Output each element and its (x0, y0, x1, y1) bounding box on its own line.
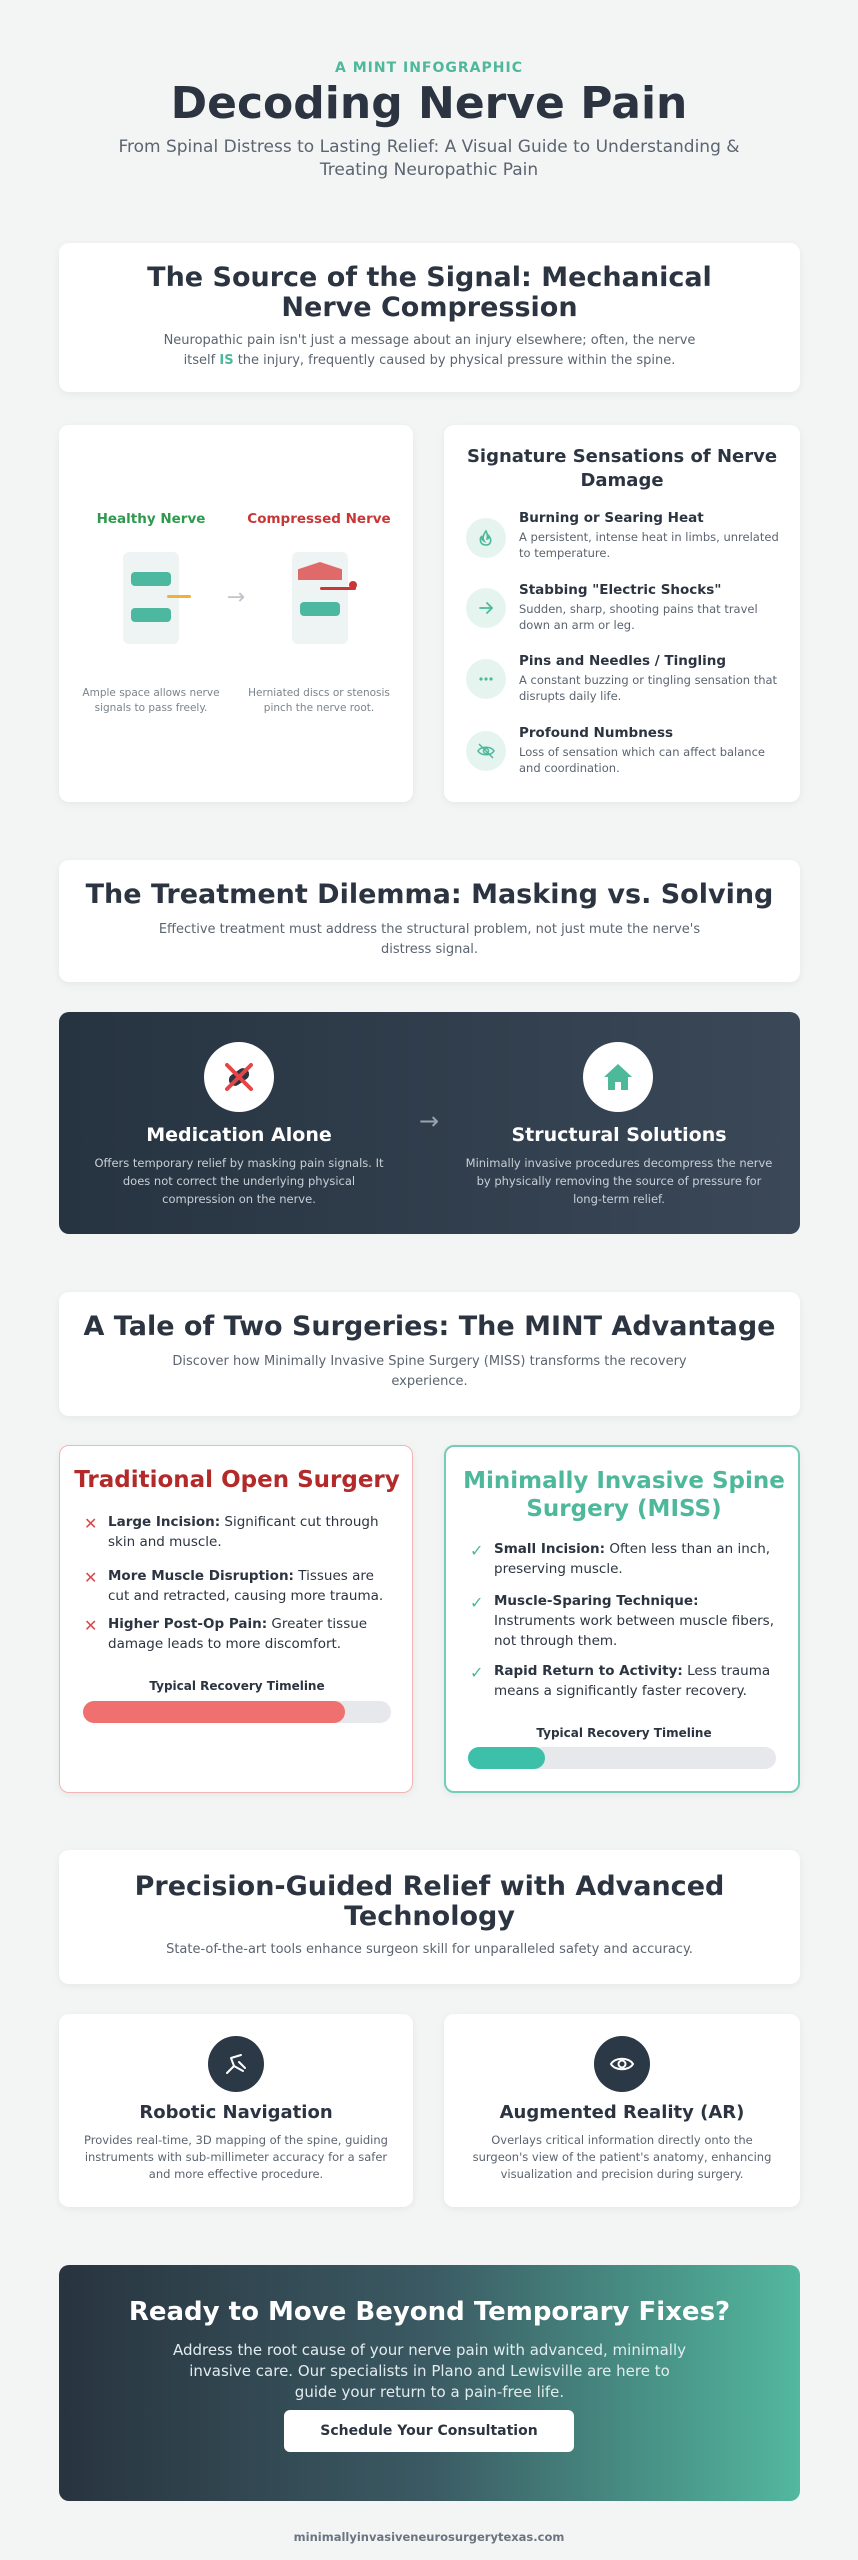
compressed-spine-graphic (292, 552, 357, 644)
compressed-nerve-label: Compressed Nerve (247, 511, 391, 527)
highlight-is: IS (219, 353, 234, 368)
schedule-consultation-button[interactable]: Schedule Your Consultation (284, 2410, 574, 2452)
robotic-navigation-card: Robotic Navigation Provides real-time, 3… (59, 2014, 413, 2207)
x-icon: ✕ (84, 1568, 98, 1587)
dilemma-title: The Treatment Dilemma: Masking vs. Solvi… (85, 879, 774, 910)
pinched-nerve-root (320, 587, 356, 590)
surgeries-intro-card: A Tale of Two Surgeries: The MINT Advant… (59, 1292, 800, 1416)
ar-desc: Overlays critical information directly o… (472, 2133, 772, 2181)
healthy-disc (131, 608, 171, 622)
healthy-spine-graphic (123, 552, 191, 644)
technology-description: State-of-the-art tools enhance surgeon s… (166, 1942, 693, 1957)
page-title: Decoding Nerve Pain (170, 78, 688, 129)
robotic-desc: Provides real-time, 3D mapping of the sp… (84, 2133, 388, 2181)
dilemma-intro-card: The Treatment Dilemma: Masking vs. Solvi… (59, 860, 800, 982)
compressed-caption: Herniated discs or stenosis pinch the ne… (248, 687, 390, 714)
surgeries-description: Discover how Minimally Invasive Spine Su… (172, 1354, 687, 1389)
structural-desc: Minimally invasive procedures decompress… (465, 1156, 773, 1206)
footer-website-link[interactable]: minimallyinvasiveneurosurgerytexas.com (293, 2530, 565, 2544)
robotic-title: Robotic Navigation (139, 2102, 333, 2123)
traditional-timeline-track (83, 1701, 391, 1723)
robotic-arm-icon (208, 2036, 264, 2092)
surgeries-title: A Tale of Two Surgeries: The MINT Advant… (83, 1311, 776, 1342)
cta-description: Address the root cause of your nerve pai… (172, 2341, 687, 2401)
x-icon: ✕ (84, 1514, 98, 1533)
healthy-nerve-label: Healthy Nerve (96, 511, 206, 527)
nerve-diagram-card: Healthy Nerve Compressed Nerve → Ample s… (59, 425, 413, 802)
check-icon: ✓ (470, 1593, 484, 1612)
source-title: The Source of the Signal: Mechanical Ner… (147, 262, 712, 323)
ar-title: Augmented Reality (AR) (499, 2102, 745, 2123)
pill-blocked-icon (204, 1042, 274, 1112)
sensations-title: Signature Sensations of Nerve Damage (466, 446, 778, 491)
miss-surgery-card: Minimally Invasive Spine Surgery (MISS) … (444, 1445, 800, 1793)
miss-timeline-fill (468, 1747, 545, 1769)
sensation-desc: A persistent, intense heat in limbs, unr… (519, 530, 779, 560)
sensation-title: Burning or Searing Heat (519, 510, 704, 526)
dilemma-description: Effective treatment must address the str… (158, 922, 701, 957)
miss-title: Minimally Invasive Spine Surgery (MISS) (463, 1468, 785, 1522)
cta-title: Ready to Move Beyond Temporary Fixes? (128, 2297, 731, 2327)
arrow-right-icon (466, 588, 506, 628)
traditional-point: Large Incision: Significant cut through … (108, 1514, 379, 1550)
traditional-timeline-fill (83, 1701, 345, 1723)
page-subtitle: From Spinal Distress to Lasting Relief: … (118, 137, 740, 180)
sensation-desc: Sudden, sharp, shooting pains that trave… (519, 602, 758, 632)
eyebrow: A MINT INFOGRAPHIC (335, 60, 523, 76)
check-icon: ✓ (470, 1541, 484, 1560)
source-description: Neuropathic pain isn't just a message ab… (163, 333, 696, 368)
sensation-desc: A constant buzzing or tingling sensation… (519, 673, 778, 703)
cta-panel: Ready to Move Beyond Temporary Fixes? Ad… (59, 2265, 800, 2501)
healthy-nerve-root (167, 595, 191, 598)
medication-desc: Offers temporary relief by masking pain … (94, 1156, 384, 1206)
compressed-disc (300, 602, 340, 616)
heat-icon (466, 518, 506, 558)
eye-off-icon (466, 731, 506, 771)
miss-point: Rapid Return to Activity: Less trauma me… (494, 1663, 771, 1699)
augmented-reality-card: Augmented Reality (AR) Overlays critical… (444, 2014, 800, 2207)
technology-title: Precision-Guided Relief with Advanced Te… (134, 1871, 725, 1932)
sensation-title: Stabbing "Electric Shocks" (519, 582, 722, 598)
herniated-disc (298, 562, 342, 580)
dilemma-comparison-panel: Medication Alone Offers temporary relief… (59, 1012, 800, 1234)
miss-point: Muscle-Sparing Technique: Instruments wo… (494, 1593, 774, 1649)
sensation-desc: Loss of sensation which can affect balan… (519, 745, 765, 775)
sensation-title: Pins and Needles / Tingling (519, 653, 727, 669)
traditional-point: More Muscle Disruption: Tissues are cut … (108, 1568, 384, 1604)
eye-icon (594, 2036, 650, 2092)
check-icon: ✓ (470, 1663, 484, 1682)
miss-timeline-track (468, 1747, 776, 1769)
miss-point: Small Incision: Often less than an inch,… (494, 1541, 771, 1577)
traditional-title: Traditional Open Surgery (74, 1467, 400, 1493)
arrow-right-icon: → (226, 585, 246, 610)
source-intro-card: The Source of the Signal: Mechanical Ner… (59, 243, 800, 392)
home-icon (583, 1042, 653, 1112)
traditional-point: Higher Post-Op Pain: Greater tissue dama… (108, 1616, 368, 1652)
pain-point (349, 581, 357, 589)
x-icon: ✕ (84, 1616, 98, 1635)
healthy-disc (131, 572, 171, 586)
traditional-timeline-label: Typical Recovery Timeline (149, 1679, 325, 1693)
dots-icon (466, 659, 506, 699)
sensation-title: Profound Numbness (519, 725, 674, 741)
sensations-card: Signature Sensations of Nerve Damage Bur… (444, 425, 800, 802)
structural-title: Structural Solutions (511, 1124, 727, 1146)
miss-timeline-label: Typical Recovery Timeline (536, 1726, 712, 1740)
medication-title: Medication Alone (146, 1124, 332, 1146)
arrow-right-icon: → (418, 1107, 440, 1135)
traditional-surgery-card: Traditional Open Surgery ✕ Large Incisio… (59, 1445, 413, 1793)
healthy-caption: Ample space allows nerve signals to pass… (82, 687, 220, 714)
technology-intro-card: Precision-Guided Relief with Advanced Te… (59, 1850, 800, 1984)
